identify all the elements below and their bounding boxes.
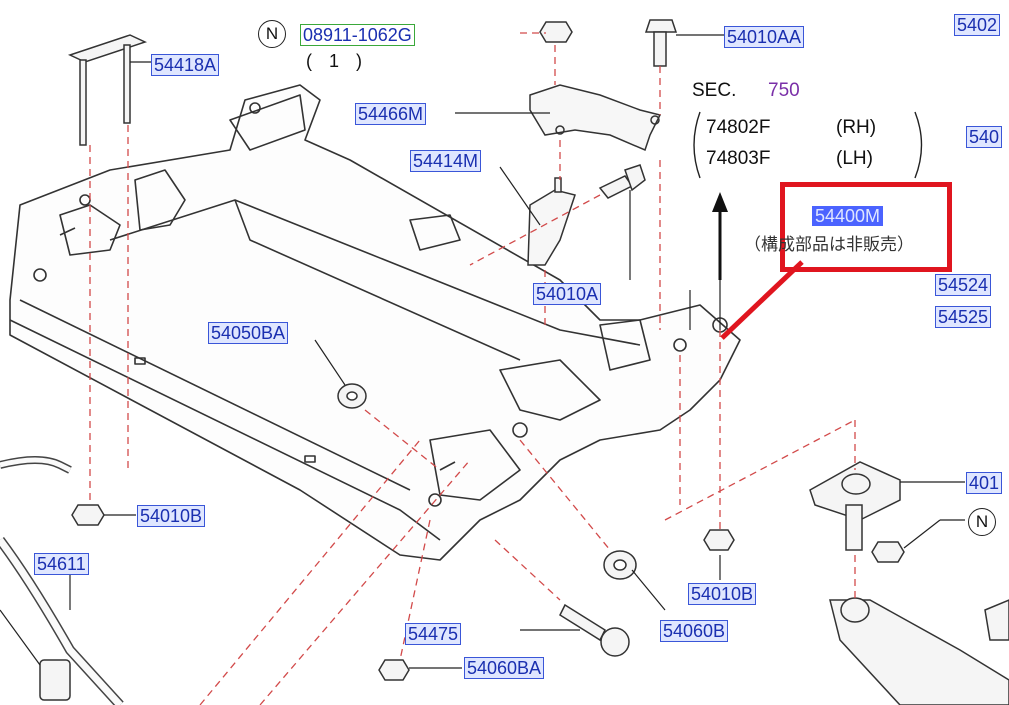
sec-lh-part: 74803F [706, 148, 771, 169]
subframe-drawing [9, 84, 741, 561]
highlight-box [780, 182, 952, 272]
leader-lines [0, 34, 965, 669]
n-symbol-right: N [968, 508, 996, 536]
part-label-08911-1062G[interactable]: 08911-1062G [300, 24, 415, 46]
part-label-54414M[interactable]: 54414M [410, 150, 482, 172]
sec-brackets [693, 111, 923, 179]
sec-prefix: SEC. [692, 80, 737, 101]
part-label-401[interactable]: 401 [966, 472, 1003, 494]
highlight-pointer [720, 260, 804, 340]
part-label-54010A[interactable]: 54010A [533, 283, 602, 305]
sec-lh-side: (LH) [836, 148, 873, 169]
part-label-54010B-left[interactable]: 54010B [137, 505, 206, 527]
part-label-54060BA[interactable]: 54060BA [464, 657, 545, 679]
bracket-54414M-drawing [527, 177, 576, 266]
part-label-54060B[interactable]: 54060B [660, 620, 729, 642]
not-sold-note: （構成部品は非販売） [744, 235, 914, 255]
sec-number[interactable]: 750 [768, 80, 800, 101]
part-label-5402[interactable]: 5402 [954, 14, 1001, 36]
sec-rh-part: 74802F [706, 117, 771, 138]
part-label-54611[interactable]: 54611 [34, 553, 89, 575]
bracket-54466M-drawing [529, 84, 662, 152]
sec-arrow [712, 192, 728, 280]
part-label-54466M[interactable]: 54466M [355, 103, 427, 125]
part-label-54050BA[interactable]: 54050BA [208, 322, 289, 344]
part-label-54010AA[interactable]: 54010AA [724, 26, 805, 48]
quantity-note: ( 1 ) [306, 51, 369, 71]
part-label-54475[interactable]: 54475 [405, 623, 462, 645]
part-label-54010B-right[interactable]: 54010B [688, 583, 757, 605]
n-symbol: N [258, 20, 286, 48]
part-label-54400M-highlighted[interactable]: 54400M [812, 206, 884, 226]
dashed-guides [89, 32, 856, 705]
part-label-54524[interactable]: 54524 [935, 274, 992, 296]
fasteners-drawing [0, 19, 1009, 705]
part-label-540[interactable]: 540 [966, 126, 1003, 148]
part-label-54418A[interactable]: 54418A [151, 54, 220, 76]
part-label-54525[interactable]: 54525 [935, 306, 992, 328]
sec-rh-side: (RH) [836, 117, 877, 138]
